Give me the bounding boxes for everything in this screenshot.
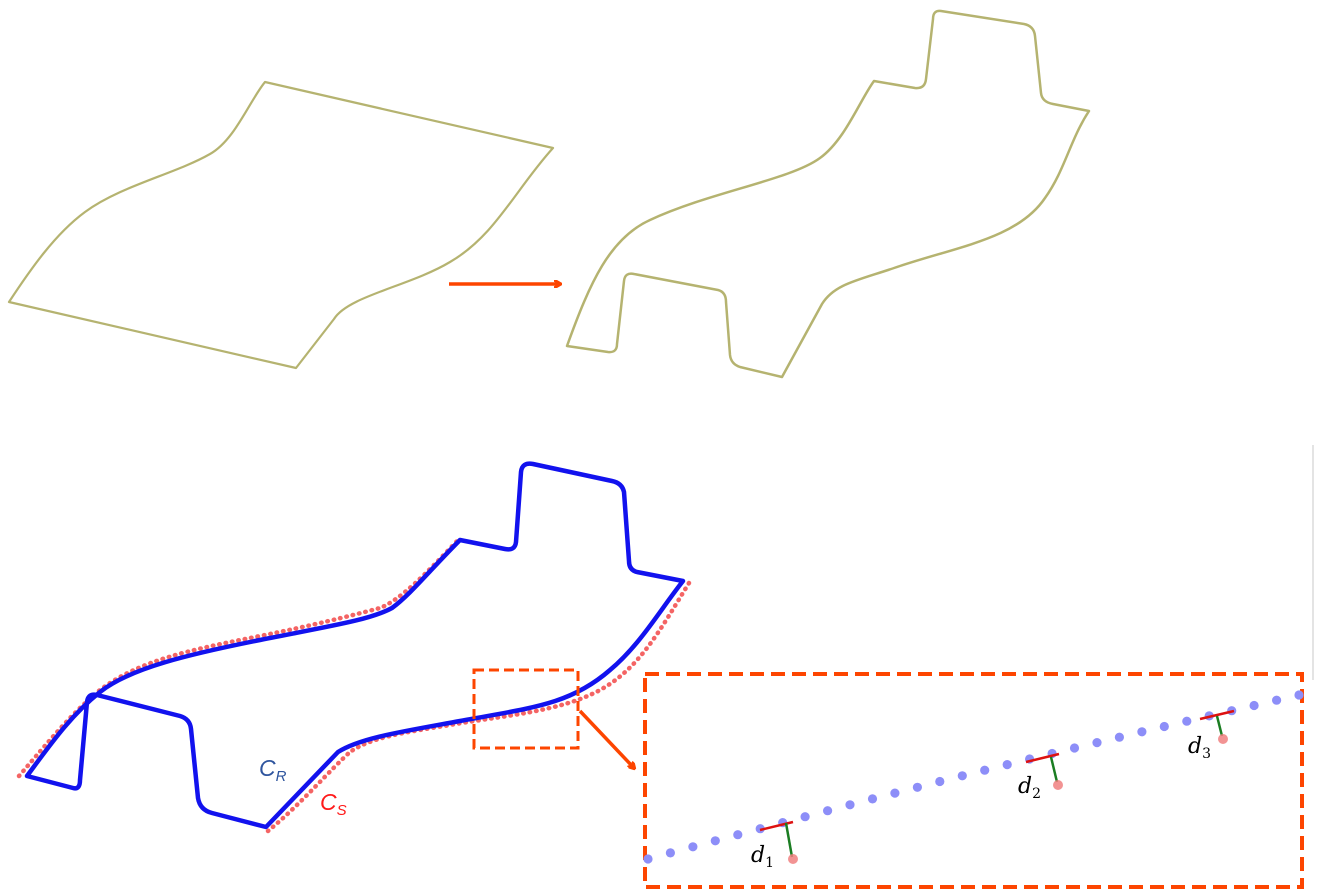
zoom-dot [845, 800, 855, 810]
zoom-dot [1114, 732, 1124, 742]
zoom-dot [957, 771, 967, 781]
zoom-dot [1182, 716, 1192, 726]
zoom-dot [1137, 727, 1147, 737]
zoom-dot [890, 788, 900, 798]
zoom-pointer-arrow [578, 709, 634, 768]
zoom-dot [912, 782, 923, 792]
offset-marker-d2: d2 [1018, 752, 1063, 802]
zoom-dot [1069, 743, 1080, 753]
zoom-dot [643, 854, 653, 864]
zoom-dot [733, 830, 743, 840]
zoom-dot [1002, 760, 1012, 770]
c-r-label: CR [259, 755, 287, 785]
svg-text:d2: d2 [1018, 774, 1041, 802]
svg-text:d1: d1 [751, 843, 774, 871]
original-outline-shape [7, 80, 555, 370]
zoom-box [643, 672, 1304, 889]
zoom-dot [710, 836, 720, 846]
zoom-dots [643, 690, 1304, 864]
c-r-curve [24, 461, 686, 830]
zoom-dot [688, 842, 698, 852]
svg-text:d3: d3 [1188, 734, 1211, 762]
zoom-dot [1159, 721, 1169, 732]
zoom-dot [1092, 738, 1102, 748]
zoom-dot [823, 806, 833, 816]
zoom-dot [1249, 700, 1259, 711]
c-s-label: CS [320, 789, 347, 819]
selection-box [472, 668, 580, 750]
deformed-outline-shape [565, 9, 1091, 379]
zoom-dot [665, 848, 676, 858]
zoom-dot [800, 812, 810, 822]
zoom-dot [1272, 695, 1282, 705]
offset-marker-d1: d1 [751, 820, 798, 871]
zoom-dot [867, 794, 878, 804]
offset-marker-d3: d3 [1188, 709, 1235, 762]
zoom-dot [935, 776, 945, 787]
zoom-dot [980, 765, 990, 775]
zoom-dot [1294, 690, 1304, 700]
